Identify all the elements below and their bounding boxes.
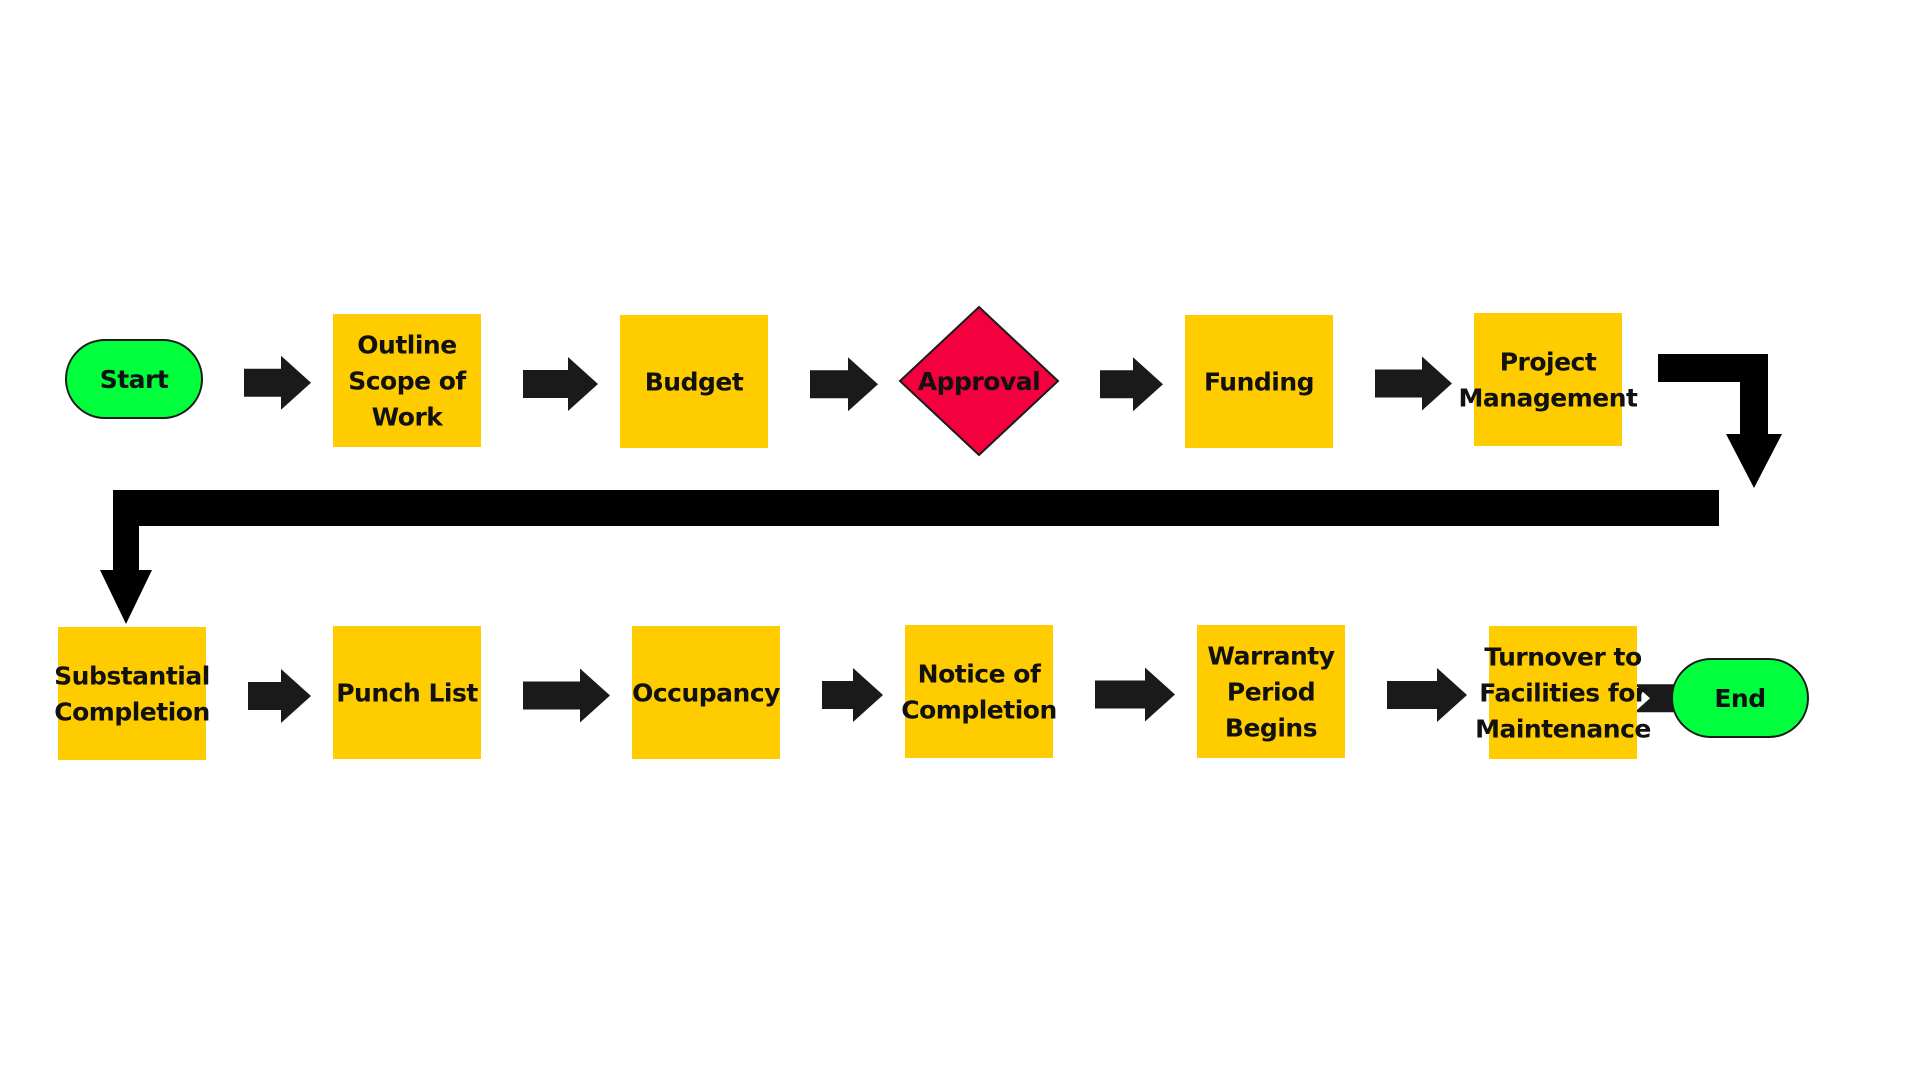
node-label: Work: [372, 403, 445, 432]
node-label: Scope of: [348, 367, 467, 396]
flow-arrow: [1387, 668, 1467, 722]
flow-arrow: [244, 355, 311, 410]
process-shape: [1474, 313, 1622, 446]
node-label: Outline: [357, 331, 456, 360]
node-punch-list: Punch List: [333, 626, 481, 759]
flow-arrow: [810, 357, 878, 412]
connector-arrowhead: [1726, 434, 1782, 488]
node-label: Turnover to: [1484, 643, 1642, 672]
flow-arrow: [248, 669, 311, 723]
flow-arrow: [1375, 356, 1452, 411]
terminal-shape: [65, 339, 203, 419]
node-label: Budget: [645, 368, 744, 397]
decision-shape: [898, 305, 1060, 457]
node-label: Completion: [54, 698, 210, 727]
node-funding: Funding: [1185, 315, 1333, 448]
flow-arrow: [822, 668, 883, 722]
process-shape: [58, 627, 206, 760]
node-label: Facilities for: [1479, 679, 1648, 708]
node-label: Management: [1458, 384, 1638, 413]
connector-segment: [113, 490, 1719, 526]
node-label: Occupancy: [632, 679, 780, 708]
node-label: End: [1714, 684, 1765, 713]
process-shape: [1197, 625, 1345, 758]
node-start: Start: [65, 339, 203, 419]
node-end: End: [1671, 658, 1809, 738]
process-shape: [905, 625, 1053, 758]
node-budget: Budget: [620, 315, 768, 448]
flow-arrow: [1095, 667, 1175, 722]
process-shape: [620, 315, 768, 448]
process-shape: [1185, 315, 1333, 448]
node-notice-of-completion: Notice of Completion: [901, 625, 1057, 758]
node-label: Funding: [1204, 368, 1314, 397]
node-label: Approval: [918, 367, 1040, 396]
node-label: Warranty: [1207, 642, 1334, 671]
flow-arrow: [1100, 357, 1163, 412]
flow-arrow: [523, 668, 610, 723]
node-label: Project: [1500, 348, 1597, 377]
node-label: Start: [100, 365, 169, 394]
connector-segment: [1740, 354, 1768, 438]
edges-layer: [100, 354, 1782, 726]
flow-arrow: [523, 357, 598, 411]
process-shape: [1489, 626, 1637, 759]
connector-segment: [113, 490, 139, 574]
process-shape: [333, 314, 481, 447]
node-label: Substantial: [54, 662, 210, 691]
node-occupancy: Occupancy: [632, 626, 781, 759]
node-label: Period: [1227, 678, 1315, 707]
wrap-connector: [100, 354, 1782, 624]
node-label: Punch List: [336, 679, 478, 708]
node-label: Maintenance: [1475, 715, 1651, 744]
node-label: Notice of: [918, 660, 1042, 689]
node-label: Completion: [901, 696, 1057, 725]
node-approval: Approval: [898, 305, 1060, 457]
node-label: Begins: [1225, 714, 1317, 743]
connector-arrowhead: [100, 570, 152, 624]
process-shape: [632, 626, 780, 759]
flow-arrow: [1620, 671, 1679, 726]
terminal-shape: [1671, 658, 1809, 738]
process-shape: [333, 626, 481, 759]
